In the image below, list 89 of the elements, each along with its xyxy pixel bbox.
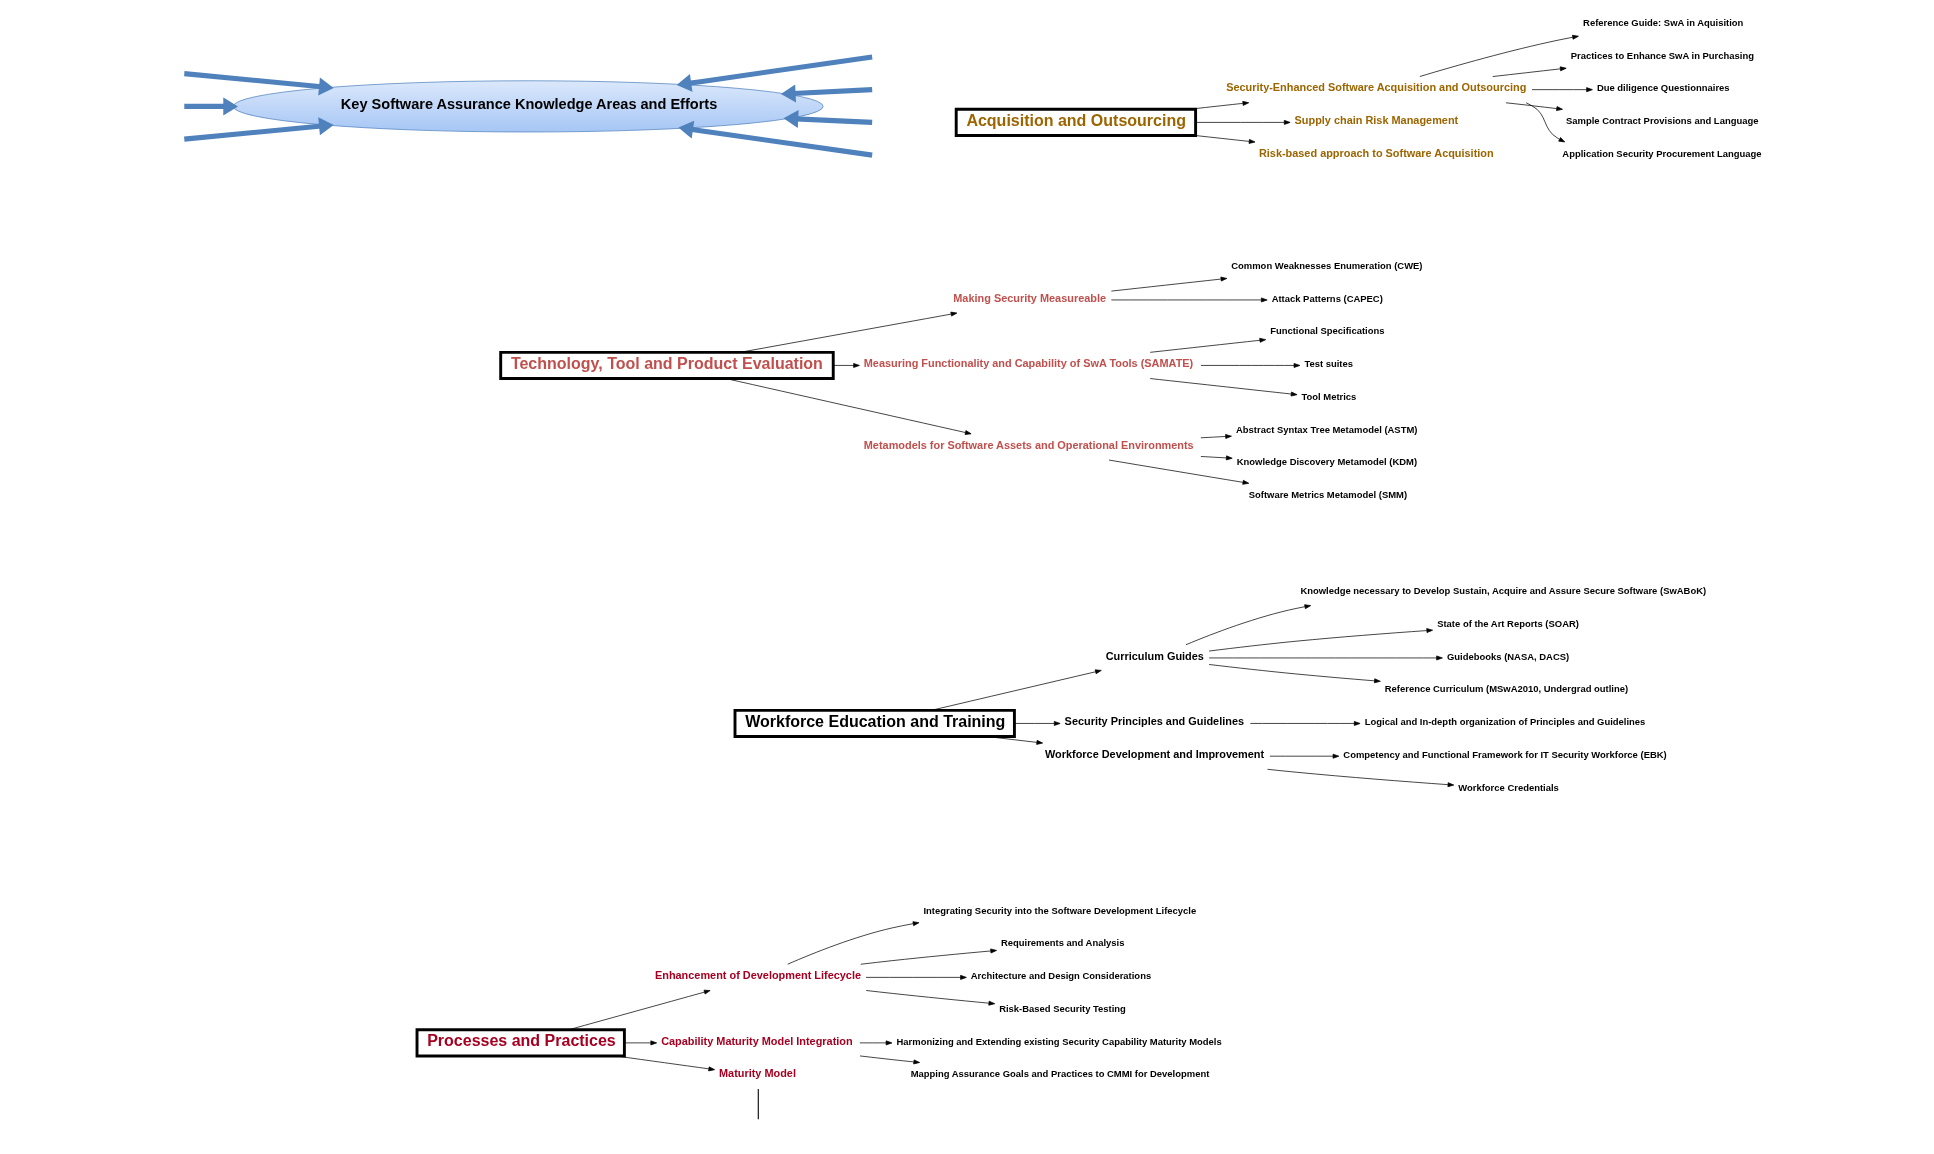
arrow xyxy=(1188,101,1250,110)
arrow xyxy=(833,363,860,368)
node-text: Metamodels for Software Assets and Operational Environments xyxy=(863,438,1194,451)
node-text: Logical and In-depth organization of Principles and Guidelines xyxy=(1364,716,1646,728)
arrow xyxy=(1014,721,1061,726)
arrow xyxy=(1200,455,1233,461)
arrow xyxy=(865,975,967,980)
arrow xyxy=(1108,459,1250,485)
node-text: Reference Guide: SwA in Aquisition xyxy=(1583,16,1744,28)
node-text: Knowledge necessary to Develop Sustain, Acquire and Assure Secure Software (SwABoK) xyxy=(1300,585,1707,597)
arrow xyxy=(1492,66,1567,77)
node-text: Requirements and Analysis xyxy=(1000,937,1125,949)
node-box: Acquisition and Outsourcing xyxy=(954,107,1198,137)
arrow xyxy=(184,71,334,96)
arrow xyxy=(859,1040,893,1046)
arrow xyxy=(783,109,873,128)
node-text: Due diligence Questionnaires xyxy=(1596,82,1730,94)
arrow xyxy=(1419,34,1579,77)
arrow xyxy=(1110,297,1268,303)
arrow xyxy=(624,1040,657,1046)
node-text: Tool Metrics xyxy=(1301,390,1357,402)
arrow xyxy=(1110,276,1228,292)
node-text: Attack Patterns (CAPEC) xyxy=(1271,292,1383,304)
node-text: Supply chain Risk Management xyxy=(1294,114,1459,127)
node-text: Functional Specifications xyxy=(1270,325,1385,337)
node-text: Maturity Model xyxy=(718,1067,796,1080)
node-text: Curriculum Guides xyxy=(1105,649,1204,662)
node-text: Workforce Credentials xyxy=(1458,781,1559,793)
node-text: Competency and Functional Framework for IT Security Workforce (EBK) xyxy=(1343,748,1667,760)
arrow xyxy=(986,736,1043,745)
node-text: Sample Contract Provisions and Language xyxy=(1565,115,1759,127)
arrow xyxy=(1195,120,1291,125)
arrow xyxy=(780,84,873,103)
node-text: Knowledge Discovery Metamodel (KDM) xyxy=(1236,456,1418,468)
node-box: Workforce Education and Training xyxy=(733,708,1016,738)
arrow xyxy=(1531,87,1593,93)
node-text: Risk-Based Security Testing xyxy=(999,1002,1126,1014)
arrow xyxy=(1200,434,1232,439)
arrow xyxy=(1250,721,1361,726)
node-text: Software Metrics Metamodel (SMM) xyxy=(1248,489,1408,501)
arrow xyxy=(184,97,238,116)
node-text: Enhancement of Development Lifecycle xyxy=(654,969,862,982)
node-text: Measuring Functionality and Capability of SwA Tools (SAMATE) xyxy=(863,357,1194,370)
arrow xyxy=(860,948,997,965)
arrow xyxy=(184,117,334,142)
arrow xyxy=(1149,378,1298,397)
arrow xyxy=(678,120,873,158)
arrow xyxy=(1267,768,1455,788)
arrow xyxy=(859,1055,920,1065)
node-text: Practices to Enhance SwA in Purchasing xyxy=(1570,49,1754,61)
arrow xyxy=(1208,628,1433,652)
arrow xyxy=(615,1055,715,1072)
node-text: Capability Maturity Model Integration xyxy=(661,1034,853,1047)
node-text: Mapping Assurance Goals and Practices to CMMI for Development xyxy=(910,1068,1210,1080)
arrow xyxy=(568,989,711,1031)
node-text: Architecture and Design Considerations xyxy=(970,970,1152,982)
arrow xyxy=(865,990,996,1006)
arrow xyxy=(787,921,920,965)
arrow xyxy=(1149,337,1267,353)
node-text: Making Security Measureable xyxy=(953,291,1107,304)
node-text: Guidebooks (NASA, DACS) xyxy=(1447,650,1570,662)
arrow xyxy=(725,378,972,435)
node-text: Risk-based approach to Software Acquisition xyxy=(1258,146,1494,159)
arrow xyxy=(1269,753,1340,759)
arrow xyxy=(1194,135,1256,144)
arrow xyxy=(1505,102,1563,111)
arrow xyxy=(1208,664,1381,684)
arrow xyxy=(1525,102,1566,143)
node-text: Security Principles and Guidelines xyxy=(1064,715,1245,728)
node-text: Reference Curriculum (MSwA2010, Undergrad outline) xyxy=(1384,683,1629,695)
node-text: State of the Art Reports (SOAR) xyxy=(1437,617,1579,629)
arrow xyxy=(739,311,958,353)
node-text: Harmonizing and Extending existing Security Capability Maturity Models xyxy=(896,1035,1222,1047)
node-box: Processes and Practices xyxy=(415,1028,626,1058)
arrow xyxy=(676,54,873,92)
node-text: Test suites xyxy=(1304,358,1353,370)
node-box: Technology, Tool and Product Evaluation xyxy=(499,350,835,380)
node-ellipse: Key Software Assurance Knowledge Areas and Efforts xyxy=(232,80,824,133)
node-text: Application Security Procurement Language xyxy=(1562,147,1762,159)
arrow xyxy=(1185,604,1312,646)
arrow xyxy=(1200,363,1301,368)
node-text: Workforce Development and Improvement xyxy=(1044,748,1265,760)
arrow xyxy=(931,669,1102,711)
node-text: Common Weaknesses Enumeration (CWE) xyxy=(1231,259,1423,271)
node-text: Security-Enhanced Software Acquisition and Outsourcing xyxy=(1226,81,1527,94)
node-text: Integrating Security into the Software Development Lifecycle xyxy=(923,904,1197,916)
node-text: Abstract Syntax Tree Metamodel (ASTM) xyxy=(1235,423,1418,435)
arrow xyxy=(1208,655,1443,661)
connector xyxy=(757,1088,759,1120)
